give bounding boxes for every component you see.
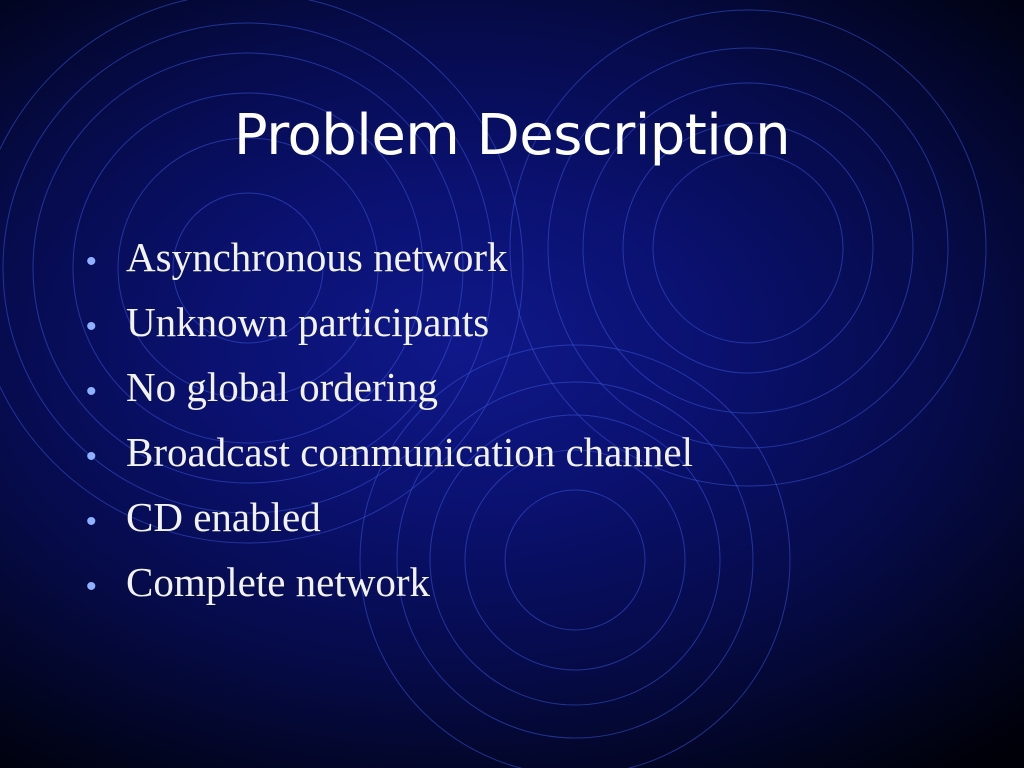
bullet-icon: • (86, 505, 97, 538)
bullet-item-no-global-ordering: • No global ordering (86, 358, 986, 423)
bullet-item-broadcast-channel: • Broadcast communication channel (86, 423, 986, 488)
bullet-item-complete-network: • Complete network (86, 553, 986, 618)
slide-title: Problem Description (233, 103, 791, 168)
bullet-item-asynchronous-network: • Asynchronous network (86, 228, 986, 293)
bullet-text: Unknown participants (126, 299, 490, 345)
bullet-item-cd-enabled: • CD enabled (86, 488, 986, 553)
bullet-text: CD enabled (126, 494, 321, 540)
bullet-icon: • (86, 570, 97, 603)
bullet-icon: • (86, 375, 97, 408)
bullet-item-unknown-participants: • Unknown participants (86, 293, 986, 358)
bullet-text: Complete network (126, 559, 431, 605)
bullet-icon: • (86, 310, 97, 343)
bullet-icon: • (86, 245, 97, 278)
bullet-text: No global ordering (126, 364, 438, 410)
bullet-icon: • (86, 440, 97, 473)
bullet-text: Asynchronous network (126, 234, 508, 280)
bullet-list: • Asynchronous network • Unknown partici… (86, 228, 986, 618)
bullet-text: Broadcast communication channel (126, 429, 693, 475)
